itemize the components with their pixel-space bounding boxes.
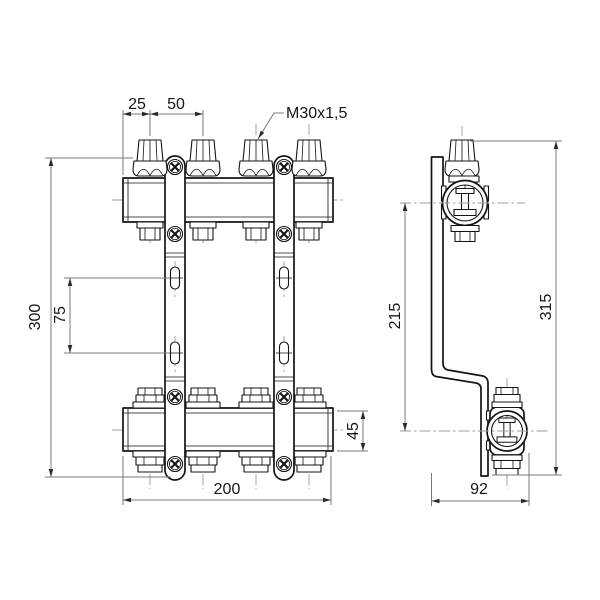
- dim-label-200: 200: [214, 481, 241, 498]
- dimension-200: 200: [122, 456, 332, 505]
- dim-label-45: 45: [345, 422, 362, 440]
- thread-label: M30x1,5: [286, 105, 347, 122]
- dim-label-25: 25: [128, 96, 146, 113]
- lower-manifold-body: [122, 407, 334, 452]
- front-view: [112, 124, 344, 489]
- dimension-315: 315: [470, 140, 562, 476]
- dimension-25-50: 25 50: [122, 96, 204, 175]
- dimension-75: 75: [52, 277, 170, 354]
- valve-knobs: [132, 139, 327, 177]
- dimension-92: 92: [431, 453, 530, 506]
- dimension-45: 45: [337, 410, 368, 452]
- side-upper-valve: [440, 139, 490, 243]
- dimension-300: 300: [27, 157, 171, 478]
- thread-callout: M30x1,5: [257, 105, 347, 140]
- dim-label-75: 75: [52, 306, 69, 324]
- dim-label-315: 315: [538, 294, 555, 321]
- dimension-215: 215: [387, 203, 408, 431]
- side-lower-valve: [485, 386, 528, 476]
- dim-label-50: 50: [167, 96, 185, 113]
- side-view: [400, 126, 549, 490]
- upper-manifold-body: [122, 177, 334, 223]
- dim-label-300: 300: [27, 304, 44, 331]
- dim-label-92: 92: [470, 481, 488, 498]
- side-centerlines: [400, 126, 549, 490]
- dim-label-215: 215: [387, 303, 404, 330]
- side-bracket-plate: [430, 156, 489, 477]
